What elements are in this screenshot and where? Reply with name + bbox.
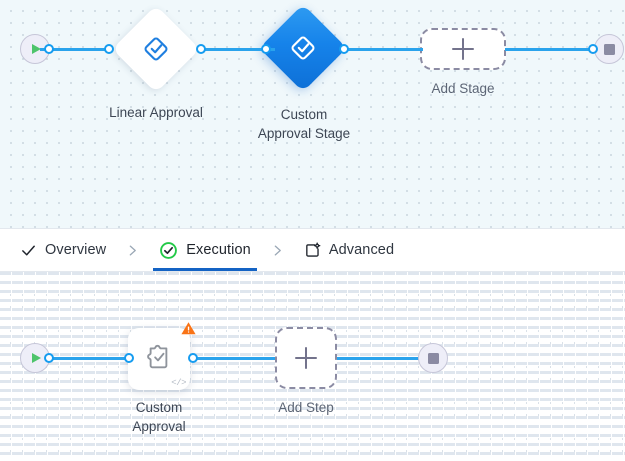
approval-check-icon <box>288 33 318 63</box>
stage-node-custom-approval-stage[interactable] <box>259 4 347 92</box>
puzzle-check-icon <box>144 342 174 377</box>
play-icon <box>31 353 41 363</box>
play-icon <box>31 44 41 54</box>
window-gear-icon <box>304 241 321 259</box>
stage-label-custom-approval-stage: Custom Approval Stage <box>257 107 351 141</box>
chevron-right-icon <box>257 229 298 271</box>
step-end-node[interactable] <box>418 343 448 373</box>
step-label-custom-approval: Custom Approval <box>132 400 186 434</box>
check-circle-icon <box>159 241 178 260</box>
step-start-port[interactable] <box>44 353 54 363</box>
stage-end-node[interactable] <box>594 34 624 64</box>
stage-port-linear-in[interactable] <box>104 44 114 54</box>
stage-node-linear-approval[interactable] <box>112 5 200 93</box>
edge-add-to-end <box>335 357 425 360</box>
stage-diamond-selected[interactable] <box>259 4 347 92</box>
tab-bar: Overview Execution <box>0 228 625 272</box>
stage-canvas[interactable]: Linear Approval Custom Approval Stage Ad… <box>0 0 625 228</box>
stop-icon <box>603 43 615 55</box>
step-node-custom-approval[interactable]: </> <box>128 322 196 390</box>
step-canvas[interactable]: </> Custom Approval Add Step <box>0 272 625 461</box>
step-start-node[interactable] <box>20 343 50 373</box>
add-step-label: Add Step <box>278 400 334 415</box>
end-terminal[interactable] <box>594 34 624 64</box>
stage-start-port[interactable] <box>44 44 54 54</box>
tab-execution-label: Execution <box>186 242 251 258</box>
start-terminal[interactable] <box>20 343 50 373</box>
chevron-right-icon <box>112 229 153 271</box>
add-stage-button[interactable] <box>420 28 506 70</box>
tab-advanced-label: Advanced <box>328 242 395 258</box>
stage-diamond[interactable] <box>112 5 200 93</box>
code-badge: </> <box>171 378 186 388</box>
tab-execution[interactable]: Execution <box>153 229 257 271</box>
tab-advanced[interactable]: Advanced <box>298 229 400 271</box>
stage-port-custom-out[interactable] <box>339 44 349 54</box>
add-step-button[interactable] <box>275 327 337 389</box>
edge-add-to-end <box>505 48 595 51</box>
warning-triangle-icon <box>180 320 197 337</box>
check-icon <box>20 242 37 259</box>
approval-check-icon <box>141 34 171 64</box>
stage-port-linear-out[interactable] <box>196 44 206 54</box>
step-port-custom-out[interactable] <box>188 353 198 363</box>
edge-custom-approval-to-add <box>192 357 277 360</box>
stage-end-port[interactable] <box>588 44 598 54</box>
edge-custom-to-add <box>343 48 423 51</box>
stop-icon <box>427 352 439 364</box>
step-port-custom-in[interactable] <box>124 353 134 363</box>
stage-port-custom-in[interactable] <box>261 44 271 54</box>
plus-icon <box>295 347 317 369</box>
edge-start-to-custom-approval <box>40 357 128 360</box>
plus-icon <box>452 38 474 60</box>
stage-label-linear-approval: Linear Approval <box>109 105 203 120</box>
tab-overview[interactable]: Overview <box>14 229 112 271</box>
edge-linear-to-custom <box>200 48 275 51</box>
edge-start-to-linear <box>40 48 110 51</box>
add-stage-label: Add Stage <box>431 81 495 96</box>
tab-overview-label: Overview <box>45 242 107 258</box>
end-terminal[interactable] <box>418 343 448 373</box>
